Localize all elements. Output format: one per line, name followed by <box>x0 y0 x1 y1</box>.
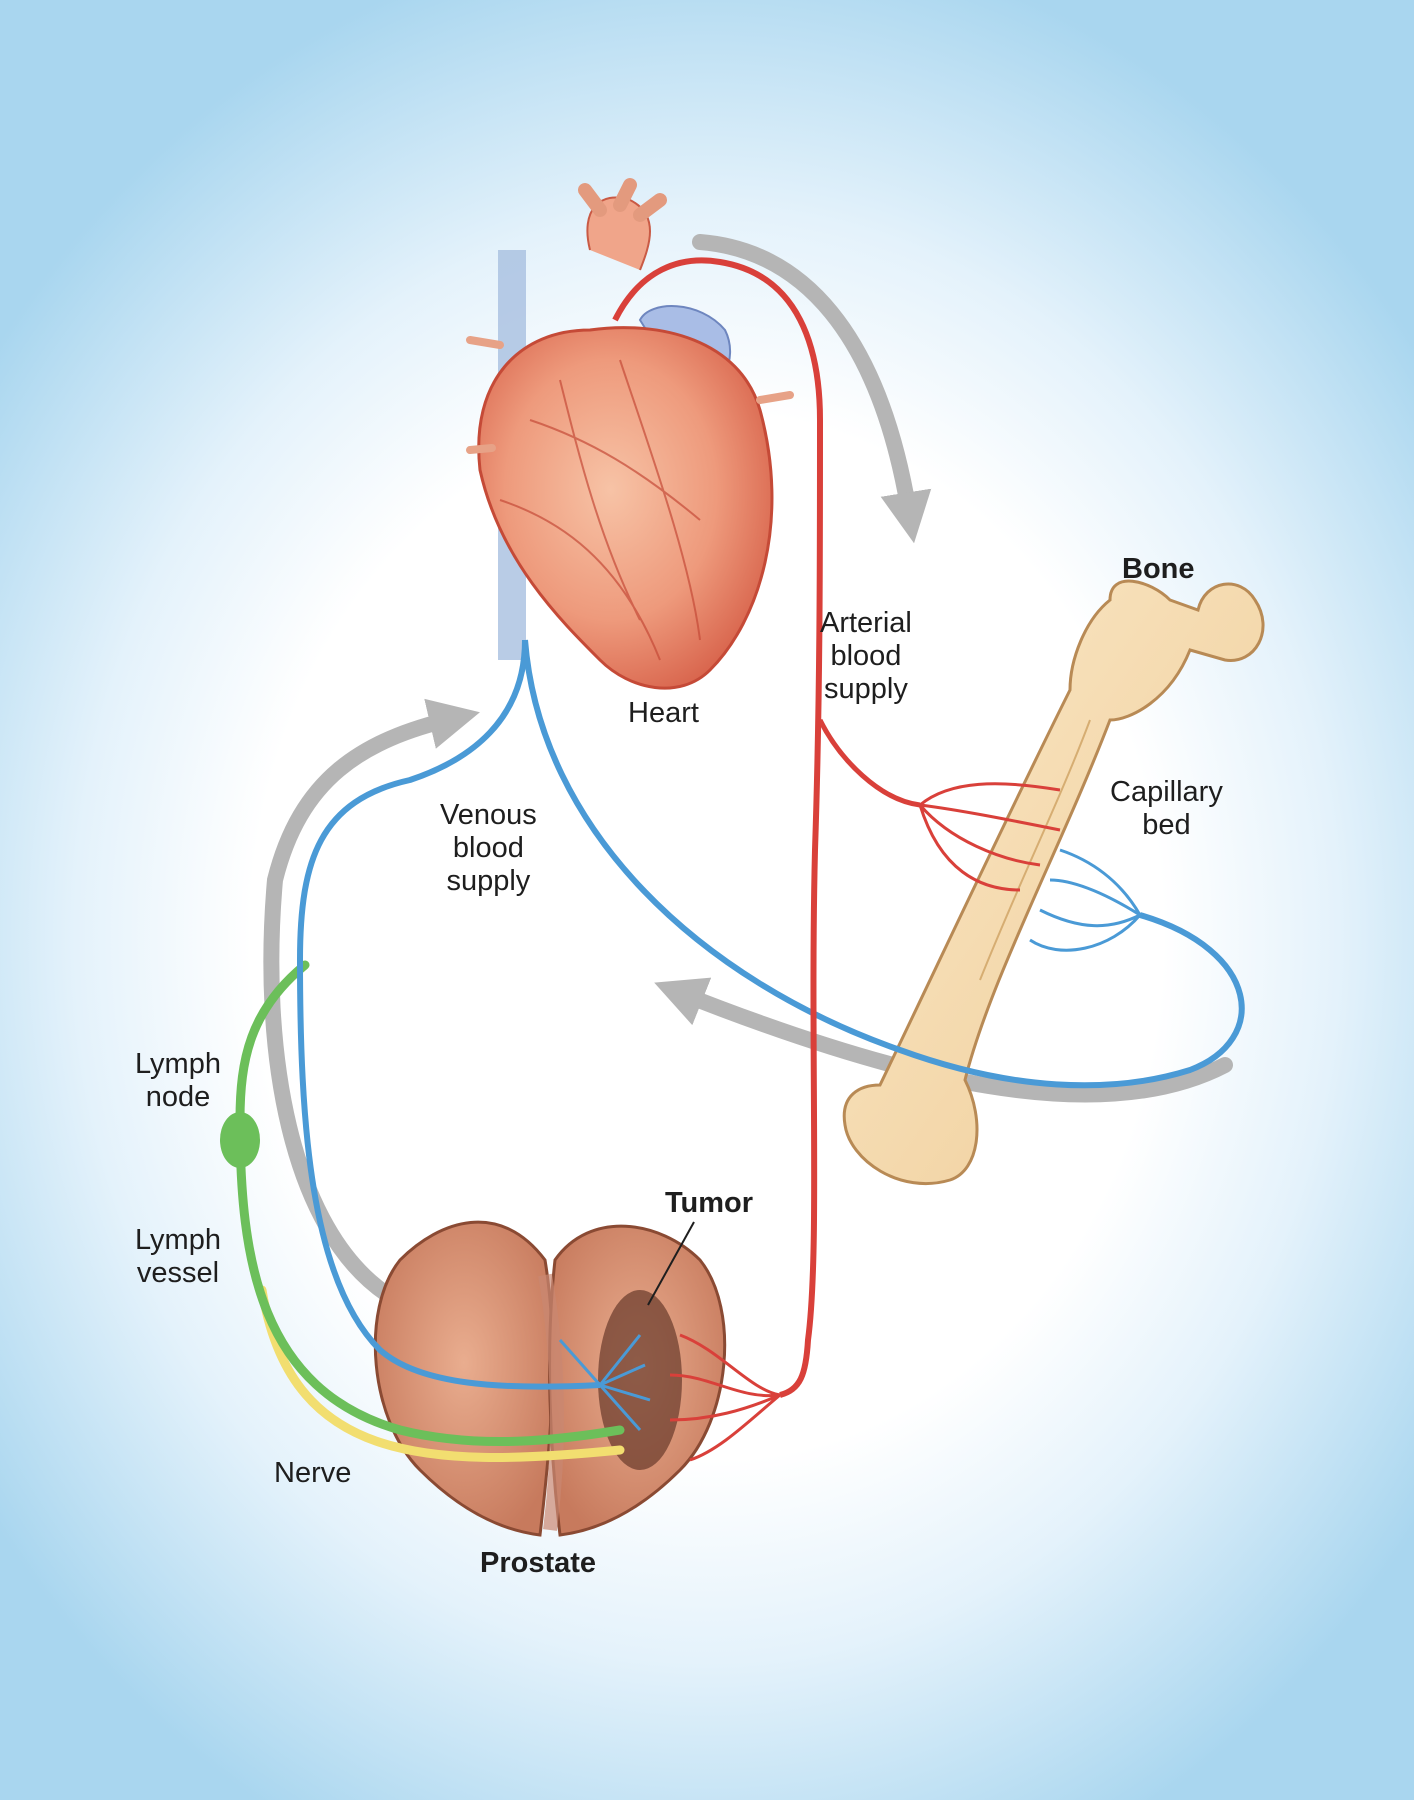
label-tumor: Tumor <box>665 1187 754 1219</box>
femur-bone-icon <box>842 579 1265 1186</box>
label-prostate: Prostate <box>480 1547 597 1579</box>
arterial-vessels <box>612 257 1061 1462</box>
artery-prostate-branches <box>669 1333 781 1462</box>
label-lymph-vessel: Lymph vessel <box>135 1224 221 1289</box>
vein-to-bone <box>522 639 1245 1089</box>
lymph-node-icon <box>220 1112 260 1168</box>
venous-vessels <box>296 639 1245 1431</box>
nerve-path <box>257 1285 625 1462</box>
label-nerve: Nerve <box>274 1457 352 1489</box>
vein-main <box>296 639 601 1390</box>
tumor-mass-icon <box>598 1290 682 1470</box>
artery-main <box>612 257 824 1398</box>
label-venous-blood-supply: Venous blood supply <box>440 799 537 897</box>
flow-arrow-bone-to-center <box>654 977 1233 1103</box>
vein-prostate-branches <box>558 1334 651 1431</box>
label-lymph-node: Lymph node <box>135 1048 221 1113</box>
label-bone: Bone <box>1122 553 1195 585</box>
tumor-leader-line <box>647 1221 695 1306</box>
label-heart: Heart <box>628 697 699 729</box>
heart-icon <box>466 178 794 690</box>
lymph-vessel-path <box>235 960 625 1447</box>
flow-arrow-heart-to-bone <box>692 234 932 544</box>
label-capillary-bed: Capillary bed <box>1110 776 1223 841</box>
vein-bone-capillaries <box>1029 848 1142 952</box>
artery-bone-capillaries <box>918 782 1061 892</box>
label-arterial-blood-supply: Arterial blood supply <box>820 607 912 705</box>
artery-to-bone <box>817 718 921 808</box>
